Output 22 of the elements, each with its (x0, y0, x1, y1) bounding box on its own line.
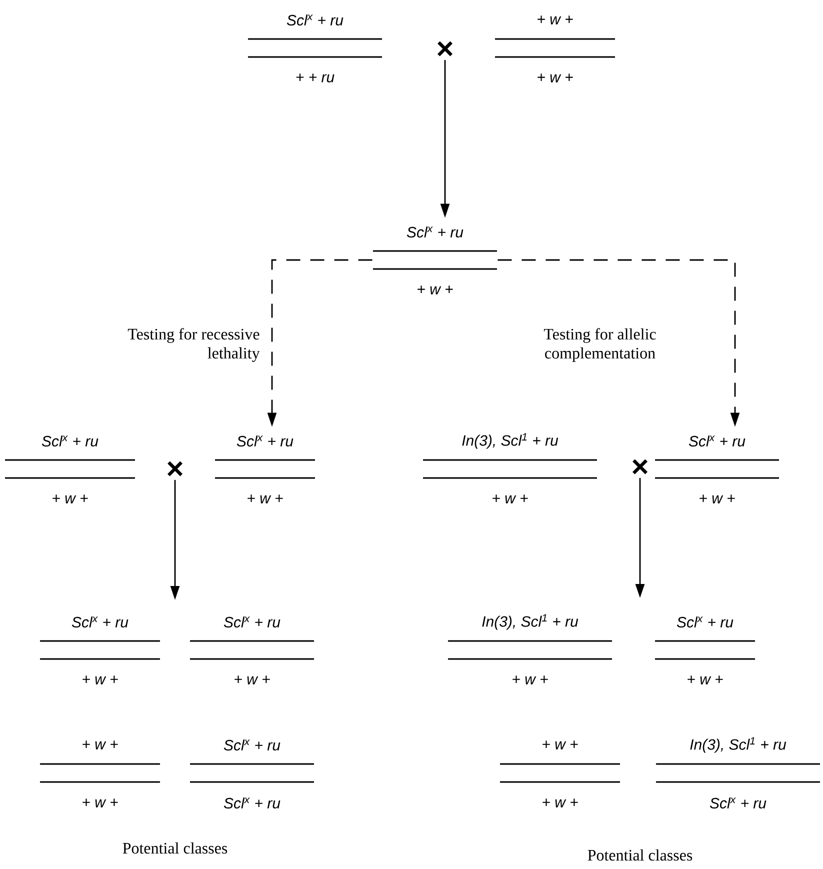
cross-symbol: × (632, 459, 648, 474)
chromosome-pair: In(3), Scl$^{1}$ + ru Scl$^{x}$ + ru (656, 737, 820, 808)
chromosome-pair: In(3), Scl$^{1}$ + ru + w + (423, 433, 597, 504)
chromosome-pair: Scl$^{x}$ + ru + + ru (248, 14, 382, 82)
chromosome-pair: Scl$^{x}$ + ru + w + (5, 436, 135, 504)
edge-label: Testing for allelic complementation (544, 328, 656, 362)
caption-text: Potential classes (588, 849, 692, 861)
chromosome-pair: Scl$^{x}$ + ru Scl$^{x}$ + ru (190, 740, 314, 808)
chromosome-pair: Scl$^{x}$ + ru + w + (215, 436, 315, 504)
chromosome-pair: Scl$^{x}$ + ru + w + (655, 436, 779, 504)
chromosome-pair: Scl$^{x}$ + ru + w + (373, 226, 497, 294)
chromosome-pair: Scl$^{x}$ + ru + w + (655, 616, 755, 684)
chromosome-pair: Scl$^{x}$ + ru + w + (40, 616, 160, 684)
chromosome-pair: In(3), Scl$^{1}$ + ru + w + (448, 614, 612, 684)
chromosome-pair: + w + + w + (495, 16, 615, 82)
cross-symbol: × (168, 461, 182, 476)
edge-label: Testing for recessive lethality (128, 328, 260, 362)
cross-symbol: × (438, 41, 452, 56)
chromosome-pair: + w + + w + (500, 740, 620, 808)
caption-text: Potential classes (122, 842, 228, 854)
chromosome-pair: Scl$^{x}$ + ru + w + (190, 616, 314, 684)
chromosome-pair: + w + + w + (40, 740, 160, 808)
